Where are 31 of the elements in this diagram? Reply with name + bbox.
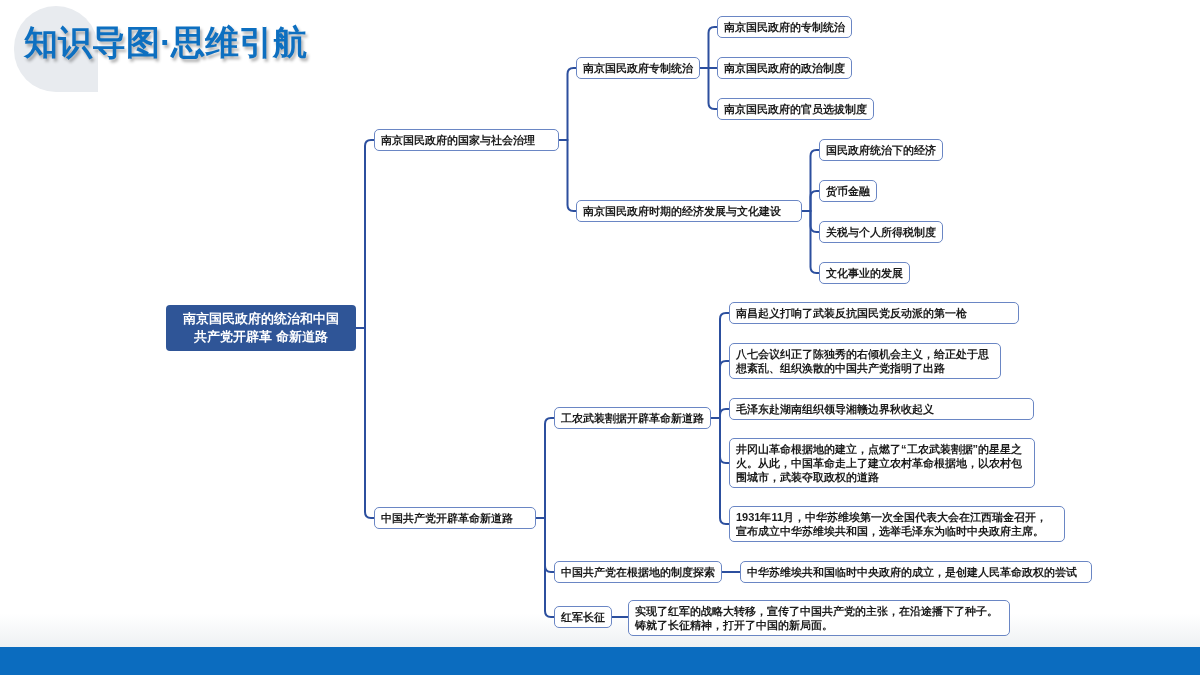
connector-line	[558, 139, 577, 212]
topic-box: 八七会议纠正了陈独秀的右倾机会主义，给正处于思想紊乱、组织涣散的中国共产党指明了出路	[729, 343, 1001, 379]
topic-box: 南京国民政府的专制统治	[717, 16, 852, 38]
connector-line	[355, 327, 375, 519]
topic-box: 南京国民政府的官员选拔制度	[717, 98, 874, 120]
connector-line	[710, 417, 730, 525]
topic-box: 关税与个人所得税制度	[819, 221, 943, 243]
connector-line	[535, 517, 555, 618]
topic-box: 1931年11月，中华苏维埃第一次全国代表大会在江西瑞金召开，宣布成立中华苏维埃共和国，选举毛泽东为临时中央政府主席。	[729, 506, 1065, 542]
topic-box: 南昌起义打响了武装反抗国民党反动派的第一枪	[729, 302, 1019, 324]
topic-box: 南京国民政府的国家与社会治理	[374, 129, 559, 151]
connector-line	[611, 616, 629, 618]
topic-box: 南京国民政府时期的经济发展与文化建设	[576, 200, 802, 222]
topic-box: 南京国民政府专制统治	[576, 57, 700, 79]
topic-box: 毛泽东赴湖南组织领导湘赣边界秋收起义	[729, 398, 1034, 420]
topic-box: 井冈山革命根据地的建立，点燃了“工农武装割据”的星星之火。从此，中国革命走上了建立农村革命根据地，以农村包围城市，武装夺取政权的道路	[729, 438, 1035, 488]
topic-box: 中华苏维埃共和国临时中央政府的成立，是创建人民革命政权的尝试	[740, 561, 1092, 583]
connector-line	[699, 67, 718, 69]
topic-box: 文化事业的发展	[819, 262, 910, 284]
connector-line	[721, 571, 741, 573]
page-title: 知识导图·思维引航	[24, 22, 308, 63]
topic-box: 南京国民政府的政治制度	[717, 57, 852, 79]
topic-box: 货币金融	[819, 180, 877, 202]
topic-box: 国民政府统治下的经济	[819, 139, 943, 161]
topic-box: 工农武装割据开辟革命新道路	[554, 407, 711, 429]
central-topic-box: 南京国民政府的统治和中国共产党开辟革 命新道路	[166, 305, 356, 351]
topic-box: 中国共产党开辟革命新道路	[374, 507, 536, 529]
topic-box: 实现了红军的战略大转移，宣传了中国共产党的主张，在沿途播下了种子。铸就了长征精神，打开了中国的新局面。	[628, 600, 1010, 636]
topic-box: 红军长征	[554, 606, 612, 628]
topic-box: 中国共产党在根据地的制度探索	[554, 561, 722, 583]
connector-line	[801, 210, 820, 274]
